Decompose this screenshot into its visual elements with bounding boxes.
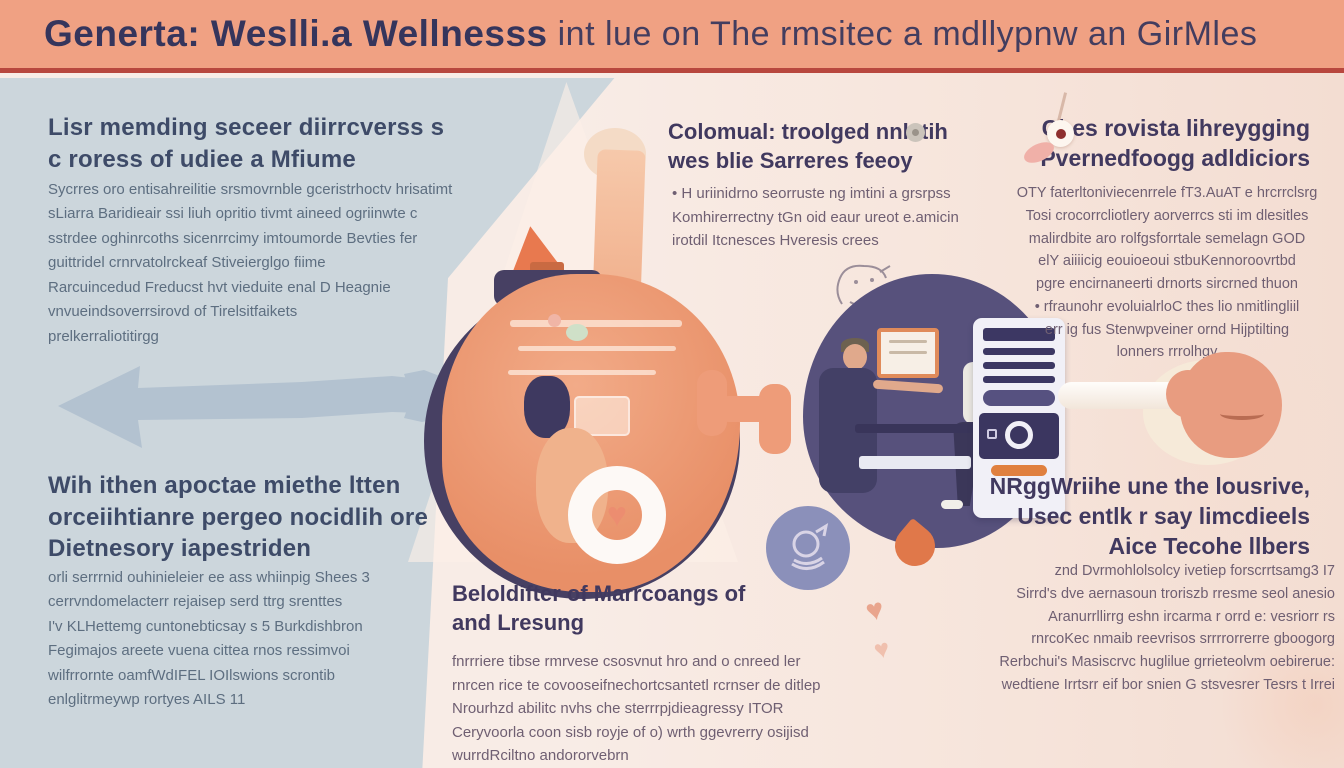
pink-dot-icon xyxy=(548,314,561,327)
header-banner: Generta: Weslli.a Wellnesss int lue on T… xyxy=(0,0,1344,73)
jar-shelf-line xyxy=(510,320,682,327)
middle-heading-1: Colomual: troolged nnlstih wes blie Sarr… xyxy=(668,119,948,173)
left-heading-1: Lisr memding seceer diirrcverss s c rore… xyxy=(48,114,445,173)
consultation-scene-illustration xyxy=(803,274,1065,575)
right-heading-2: NRggWriihe une the lousrive, Usec entlk … xyxy=(989,473,1310,559)
jar-shelf-line xyxy=(508,370,656,375)
meditation-badge-icon xyxy=(766,506,850,590)
right-paragraph-1: OTY faterltoniviecenrrele fT3.AuAT e hrc… xyxy=(1016,185,1318,361)
fist-holding-stick-illustration xyxy=(1048,352,1298,477)
person-shoe xyxy=(941,500,963,509)
jar-person-silhouette xyxy=(524,376,570,438)
desk xyxy=(855,424,975,433)
middle-heading-2: Beloldifter of Marrcoangs of and Lresung xyxy=(452,581,746,635)
middle-paragraph-2: fnrrriere tibse rmrvese csosvnut hro and… xyxy=(452,653,821,765)
form-panel-illustration xyxy=(973,318,1065,518)
desk-tray xyxy=(859,456,971,469)
left-heading-2: Wih ithen apoctae miethe ltten orceiihti… xyxy=(48,472,429,563)
heart-glyph: ♥ xyxy=(606,496,628,534)
left-paragraph-2: orli serrrnid ouhinieleier ee ass whiinp… xyxy=(48,569,370,709)
dial-icon xyxy=(979,413,1059,459)
wellness-jar-illustration: ♥ xyxy=(398,128,748,600)
page-title: Generta: Weslli.a Wellnesss xyxy=(44,13,548,54)
knuckle-line xyxy=(1220,408,1264,420)
dumbbell-icon xyxy=(697,366,791,456)
left-paragraph-1: Sycrres oro entisahreilitie srsmovrnble … xyxy=(48,181,453,345)
heart-icon: ♥ xyxy=(862,592,887,629)
left-arrow-icon xyxy=(52,360,452,455)
jar-shelf-line xyxy=(518,346,676,351)
orange-pill-icon xyxy=(991,465,1047,476)
wreath-heart-icon: ♥ xyxy=(568,466,666,564)
right-paragraph-2: znd Dvrmohlolsolcy ivetiep forscrrtsamg3… xyxy=(999,563,1335,693)
gray-dot-icon xyxy=(906,123,925,142)
mint-dot-icon xyxy=(566,324,588,341)
pin-flower-icon xyxy=(1013,92,1103,187)
middle-paragraph-1: • H uriinidrno seorruste ng imtini a grs… xyxy=(672,185,959,250)
page-title-subtext: int lue on The rmsitec a mdllypnw an Gir… xyxy=(557,14,1258,53)
wall-monitor-icon xyxy=(877,328,939,378)
person-left-head xyxy=(843,344,867,370)
fist xyxy=(1180,352,1282,458)
